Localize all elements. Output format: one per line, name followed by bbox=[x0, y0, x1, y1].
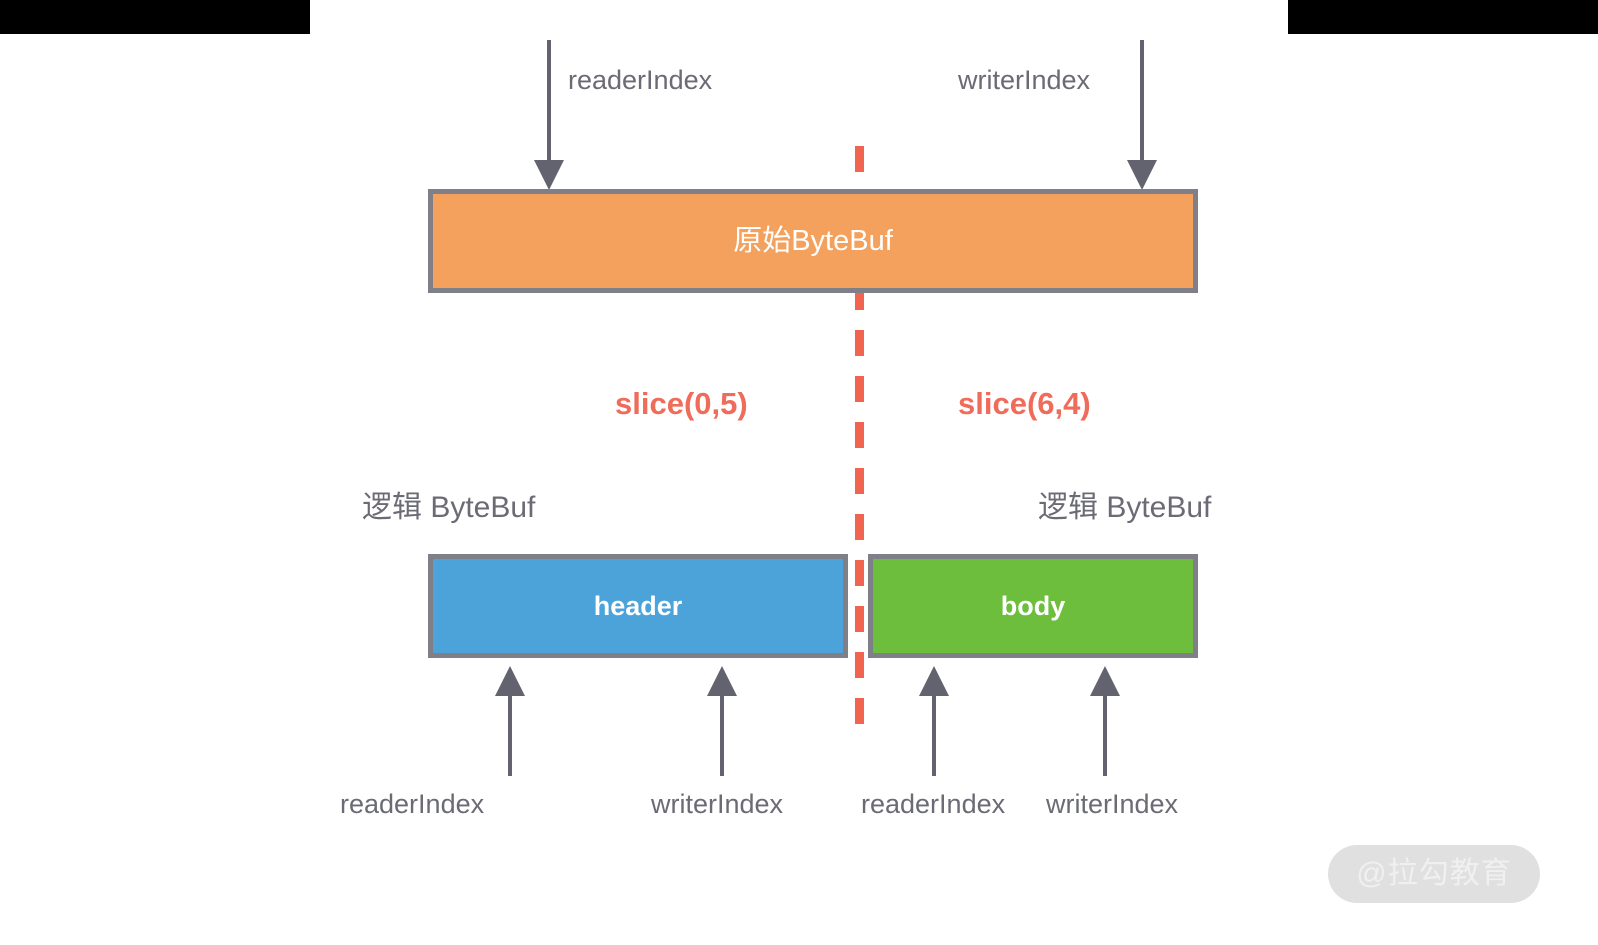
top-reader-index-label: readerIndex bbox=[568, 65, 713, 95]
top-writer-index-label: writerIndex bbox=[958, 65, 1091, 95]
body-writer-index-arrow bbox=[1090, 666, 1120, 776]
letterbox-bar-left bbox=[0, 0, 310, 34]
body-writer-index-label: writerIndex bbox=[1046, 789, 1179, 819]
body-reader-index-arrow bbox=[919, 666, 949, 776]
slice-divider-line bbox=[855, 146, 864, 742]
original-bytebuf-box: 原始ByteBuf bbox=[428, 189, 1198, 293]
original-bytebuf-label: 原始ByteBuf bbox=[733, 224, 893, 257]
letterbox-bar-right bbox=[1288, 0, 1598, 34]
header-reader-index-arrow bbox=[495, 666, 525, 776]
watermark-text: @拉勾教育 bbox=[1356, 857, 1512, 890]
body-slice-box: body bbox=[868, 554, 1198, 658]
header-writer-index-arrow bbox=[707, 666, 737, 776]
header-slice-box: header bbox=[428, 554, 848, 658]
slice-right-label: slice(6,4) bbox=[958, 386, 1091, 421]
header-writer-index-label: writerIndex bbox=[651, 789, 784, 819]
slice-left-label: slice(0,5) bbox=[615, 386, 748, 421]
body-reader-index-label: readerIndex bbox=[861, 789, 1006, 819]
logical-bytebuf-left-caption: 逻辑 ByteBuf bbox=[362, 491, 536, 524]
body-slice-label: body bbox=[1000, 590, 1066, 621]
header-slice-label: header bbox=[593, 590, 683, 621]
logical-bytebuf-right-caption: 逻辑 ByteBuf bbox=[1038, 491, 1212, 524]
top-reader-index-arrow bbox=[534, 40, 564, 190]
header-reader-index-label: readerIndex bbox=[340, 789, 485, 819]
top-writer-index-arrow bbox=[1127, 40, 1157, 190]
watermark-badge: @拉勾教育 bbox=[1328, 845, 1540, 903]
